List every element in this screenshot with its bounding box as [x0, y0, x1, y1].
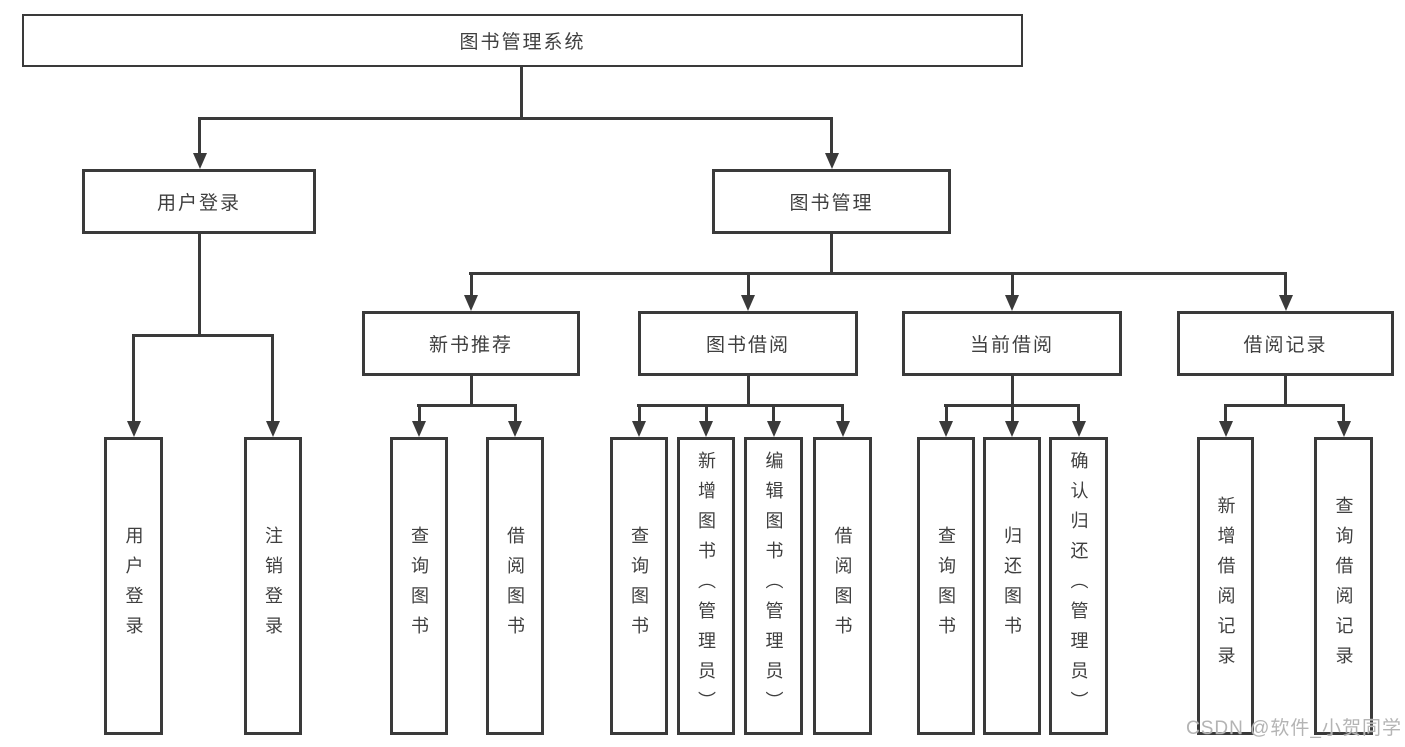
leaf-edit-books-admin: 编辑图书（管理员） [744, 437, 803, 735]
connector-stem [830, 117, 833, 154]
node-book-management: 图书管理 [712, 169, 951, 234]
leaf-label: 注销登录 [263, 526, 283, 646]
connector-group3-trunk [746, 373, 750, 407]
leaf-user-login: 用户登录 [104, 437, 163, 735]
arrow-down [699, 421, 713, 437]
connector-stem [1342, 404, 1345, 422]
leaf-query-books-current: 查询图书 [917, 437, 975, 735]
connector-stem [1224, 404, 1227, 422]
connector-userlogin-trunk [198, 231, 201, 337]
leaf-add-books-admin: 新增图书（管理员） [677, 437, 735, 735]
arrow-down [741, 295, 755, 311]
leaf-label: 确认归还（管理员） [1068, 451, 1089, 721]
leaf-query-borrow-record: 查询借阅记录 [1314, 437, 1373, 735]
leaf-label: 查询借阅记录 [1333, 496, 1354, 676]
leaf-label: 借阅图书 [832, 526, 853, 646]
arrow-down [1071, 421, 1086, 437]
leaf-borrow-books-recommend: 借阅图书 [486, 437, 544, 735]
leaf-query-books-borrow: 查询图书 [610, 437, 668, 735]
leaf-label: 新增借阅记录 [1215, 496, 1236, 676]
connector-stem [944, 404, 948, 422]
connector-root-trunk [520, 67, 523, 118]
leaf-label: 借阅图书 [505, 526, 525, 646]
connector-stem [772, 404, 775, 422]
connector-stem [1284, 272, 1287, 296]
node-current-borrow: 当前借阅 [902, 311, 1122, 376]
arrow-down [464, 295, 478, 311]
connector-group2-trunk [469, 373, 473, 407]
connector-stem [513, 404, 517, 422]
connector-group3-line [637, 404, 844, 407]
leaf-return-books: 归还图书 [983, 437, 1041, 735]
arrow-down [1005, 421, 1019, 437]
arrow-down [1005, 295, 1019, 311]
arrow-down [632, 421, 646, 437]
arrow-down [412, 421, 426, 437]
connector-stem [746, 272, 750, 296]
node-borrow-records: 借阅记录 [1177, 311, 1394, 376]
leaf-label: 用户登录 [123, 526, 144, 646]
connector-stem [417, 404, 421, 422]
arrow-down [126, 421, 141, 437]
connector-stem [132, 334, 135, 422]
leaf-label: 编辑图书（管理员） [763, 451, 784, 721]
arrow-down [508, 421, 522, 437]
connector-stem [198, 117, 201, 154]
arrow-down [1278, 295, 1293, 311]
leaf-label: 归还图书 [1002, 526, 1022, 646]
leaf-query-books-recommend: 查询图书 [390, 437, 448, 735]
connector-bookmgmt-trunk [830, 231, 833, 275]
connector-stem [1010, 272, 1014, 296]
leaf-label: 查询图书 [409, 526, 429, 646]
arrow-down [939, 421, 953, 437]
connector-stem [841, 404, 844, 422]
connector-stem [1010, 404, 1014, 422]
leaf-label: 新增图书（管理员） [696, 451, 716, 721]
connector-group5-line [1224, 404, 1345, 407]
connector-stem [1077, 404, 1080, 422]
watermark: CSDN @软件_小贺同学 [1186, 718, 1402, 739]
connector-stem [271, 334, 274, 422]
connector-group2-line [417, 404, 517, 407]
leaf-add-borrow-record: 新增借阅记录 [1197, 437, 1254, 735]
connector-stem [637, 404, 641, 422]
leaf-logout: 注销登录 [244, 437, 302, 735]
arrow-down [1336, 421, 1351, 437]
arrow-down [766, 421, 781, 437]
arrow-down [835, 421, 850, 437]
connector-group1-line [132, 334, 274, 337]
node-book-borrow: 图书借阅 [638, 311, 858, 376]
leaf-confirm-return-admin: 确认归还（管理员） [1049, 437, 1108, 735]
node-user-login: 用户登录 [82, 169, 316, 234]
connector-group5-trunk [1284, 373, 1287, 407]
connector-group4-trunk [1010, 373, 1014, 407]
node-new-book-recommend: 新书推荐 [362, 311, 580, 376]
connector-level3-line [469, 272, 1287, 275]
connector-stem [704, 404, 708, 422]
connector-level2-line [198, 117, 833, 120]
leaf-borrow-books: 借阅图书 [813, 437, 872, 735]
arrow-down [192, 153, 207, 169]
connector-stem [469, 272, 473, 296]
leaf-label: 查询图书 [936, 526, 956, 646]
node-system-root: 图书管理系统 [22, 14, 1023, 67]
arrow-down [824, 153, 839, 169]
leaf-label: 查询图书 [629, 526, 649, 646]
arrow-down [265, 421, 280, 437]
arrow-down [1218, 421, 1233, 437]
